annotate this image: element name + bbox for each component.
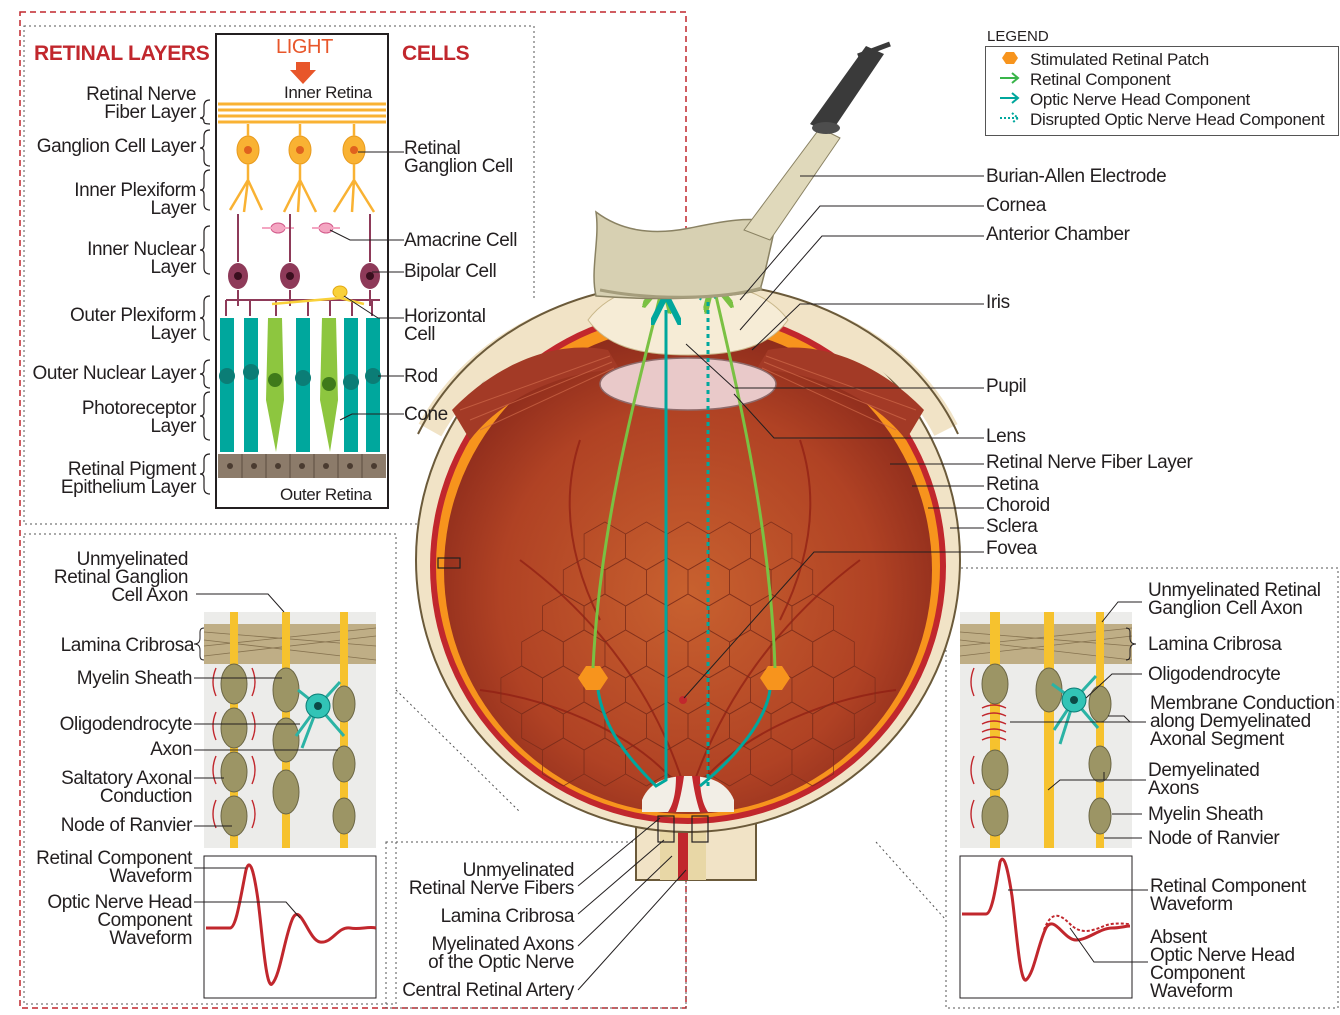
right-label-node-of-ranvier: Node of Ranvier: [1148, 830, 1279, 848]
layer-label-inner-plexiform: Inner Plexiform Layer: [74, 182, 196, 218]
left-label-saltatory-conduction: Saltatory Axonal Conduction: [61, 770, 192, 806]
eye-label-choroid: Choroid: [986, 497, 1050, 515]
cell-label-amacrine: Amacrine Cell: [404, 232, 517, 250]
eye-label-sclera: Sclera: [986, 518, 1037, 536]
left-label-unmyelinated-axon: Unmyelinated Retinal Ganglion Cell Axon: [54, 551, 188, 605]
left-label-lamina-cribrosa: Lamina Cribrosa: [61, 637, 194, 655]
retinal-layers-header: RETINAL LAYERS: [34, 42, 210, 66]
dotted-teal-arrow-icon: [992, 111, 1024, 125]
burian-allen-electrode: [594, 44, 890, 298]
retinal-layers-illustration: [200, 34, 404, 508]
legend-box: Stimulated Retinal Patch Retinal Compone…: [985, 46, 1339, 136]
left-label-oligodendrocyte: Oligodendrocyte: [60, 716, 192, 734]
bottom-label-myelinated-axons: Myelinated Axons of the Optic Nerve: [428, 936, 574, 972]
layer-label-outer-plexiform: Outer Plexiform Layer: [70, 307, 196, 343]
layer-label-outer-nuclear: Outer Nuclear Layer: [33, 365, 196, 383]
left-label-node-of-ranvier: Node of Ranvier: [61, 817, 192, 835]
retinal-pigment-epithelium: [218, 454, 386, 478]
right-label-demyelinated-axons: Demyelinated Axons: [1148, 762, 1259, 798]
demyelinated-axon-illustration: [960, 602, 1148, 998]
cell-label-ganglion: Retinal Ganglion Cell: [404, 140, 513, 176]
legend: LEGEND Stimulated Retinal Patch Retinal …: [985, 28, 1337, 136]
left-label-onh-waveform: Optic Nerve Head Component Waveform: [47, 894, 192, 948]
left-label-retinal-waveform: Retinal Component Waveform: [36, 850, 192, 886]
lens: [600, 358, 776, 410]
legend-item-stimulated-patch: Stimulated Retinal Patch: [1030, 50, 1209, 70]
right-label-retinal-waveform: Retinal Component Waveform: [1150, 878, 1306, 914]
right-label-myelin-sheath: Myelin Sheath: [1148, 806, 1263, 824]
right-label-membrane-conduction: Membrane Conduction along Demyelinated A…: [1150, 695, 1335, 749]
myelinated-axon-illustration: [194, 594, 376, 998]
bottom-label-unmyelinated-fibers: Unmyelinated Retinal Nerve Fibers: [409, 862, 574, 898]
cells-header: CELLS: [402, 42, 469, 66]
layer-label-inner-nuclear: Inner Nuclear Layer: [87, 241, 196, 277]
layer-label-rpe: Retinal Pigment Epithelium Layer: [61, 461, 196, 497]
bottom-label-central-artery: Central Retinal Artery: [402, 982, 574, 1000]
inner-retina-label: Inner Retina: [284, 84, 372, 102]
light-label: LIGHT: [276, 38, 333, 56]
eye-label-pupil: Pupil: [986, 378, 1026, 396]
outer-retina-label: Outer Retina: [280, 486, 372, 504]
left-label-axon: Axon: [150, 741, 192, 759]
teal-arrow-icon: [992, 91, 1024, 105]
layer-label-ganglion: Ganglion Cell Layer: [37, 138, 196, 156]
right-label-absent-onh-waveform: Absent Optic Nerve Head Component Wavefo…: [1150, 929, 1295, 1001]
eye-label-electrode: Burian-Allen Electrode: [986, 168, 1166, 186]
layer-label-photoreceptor: Photoreceptor Layer: [82, 400, 196, 436]
orange-hexagon-icon: [992, 51, 1024, 65]
bottom-label-lamina-cribrosa: Lamina Cribrosa: [441, 908, 574, 926]
layer-label-nerve-fiber: Retinal Nerve Fiber Layer: [86, 86, 196, 122]
fovea-dot: [679, 696, 687, 704]
right-label-oligodendrocyte: Oligodendrocyte: [1148, 666, 1280, 684]
legend-item-disrupted-onh: Disrupted Optic Nerve Head Component: [1030, 110, 1324, 130]
cell-label-cone: Cone: [404, 406, 448, 424]
eye-label-retina: Retina: [986, 476, 1039, 494]
eye-globe: [416, 282, 960, 880]
eye-label-anterior-chamber: Anterior Chamber: [986, 226, 1130, 244]
legend-title: LEGEND: [987, 28, 1049, 45]
cell-label-horizontal: Horizontal Cell: [404, 308, 486, 344]
right-label-lamina-cribrosa: Lamina Cribrosa: [1148, 636, 1281, 654]
legend-item-retinal-component: Retinal Component: [1030, 70, 1170, 90]
right-label-unmyelinated-axon: Unmyelinated Retinal Ganglion Cell Axon: [1148, 582, 1321, 618]
green-arrow-icon: [992, 71, 1024, 85]
eye-label-fovea: Fovea: [986, 540, 1037, 558]
cell-label-bipolar: Bipolar Cell: [404, 263, 496, 281]
cell-label-rod: Rod: [404, 368, 438, 386]
legend-item-onh-component: Optic Nerve Head Component: [1030, 90, 1250, 110]
left-label-myelin-sheath: Myelin Sheath: [77, 670, 192, 688]
eye-label-cornea: Cornea: [986, 197, 1046, 215]
eye-label-iris: Iris: [986, 294, 1010, 312]
eye-label-lens: Lens: [986, 428, 1026, 446]
eye-label-rnfl: Retinal Nerve Fiber Layer: [986, 454, 1192, 472]
